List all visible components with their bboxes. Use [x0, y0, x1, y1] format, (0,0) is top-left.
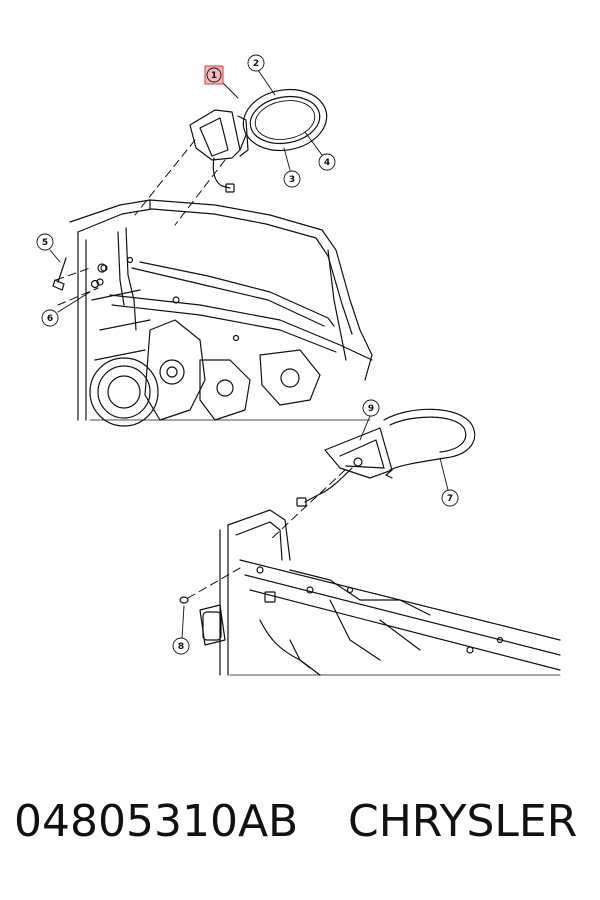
callout-7-label: 7 — [447, 494, 453, 504]
part-caption: 04805310AB CHRYSLER — [0, 796, 600, 866]
door-window-frame — [69, 199, 373, 381]
lower-door-assembly — [199, 509, 561, 676]
callout-2: 2 — [247, 54, 265, 72]
callout-leaders — [49, 69, 449, 639]
callout-5: 5 — [36, 233, 54, 251]
grommet — [179, 596, 189, 604]
callout-6: 6 — [41, 309, 59, 327]
mirror-housing — [383, 408, 476, 471]
nut — [97, 263, 107, 273]
mirror-wire-harness — [212, 157, 231, 189]
callout-1: 1 — [204, 65, 224, 85]
brand-name: CHRYSLER — [348, 796, 578, 847]
callout-2-label: 2 — [253, 59, 259, 69]
projection-lines — [55, 139, 226, 306]
part-number: 04805310AB — [14, 796, 299, 847]
upper-door-assembly — [69, 199, 373, 427]
mirror-base — [324, 427, 393, 479]
callout-9-label: 9 — [368, 404, 374, 414]
callout-8: 8 — [172, 637, 190, 655]
callout-4: 4 — [318, 153, 336, 171]
lower-projection-lines — [187, 469, 346, 599]
callout-4-label: 4 — [324, 158, 330, 168]
callout-5-label: 5 — [42, 238, 48, 248]
callout-7: 7 — [441, 489, 459, 507]
callout-3-label: 3 — [289, 175, 295, 185]
callout-8-label: 8 — [178, 642, 184, 652]
upper-mirror-assembly — [52, 88, 328, 291]
bolt — [57, 257, 67, 283]
callout-6-label: 6 — [47, 314, 53, 324]
callout-3: 3 — [283, 170, 301, 188]
mirror-housing — [242, 88, 328, 152]
mirror-wire-harness — [304, 467, 353, 503]
mirror-base — [189, 109, 241, 161]
callout-1-label: 1 — [211, 71, 217, 81]
callout-9: 9 — [362, 399, 380, 417]
lower-mirror-assembly — [179, 408, 476, 604]
